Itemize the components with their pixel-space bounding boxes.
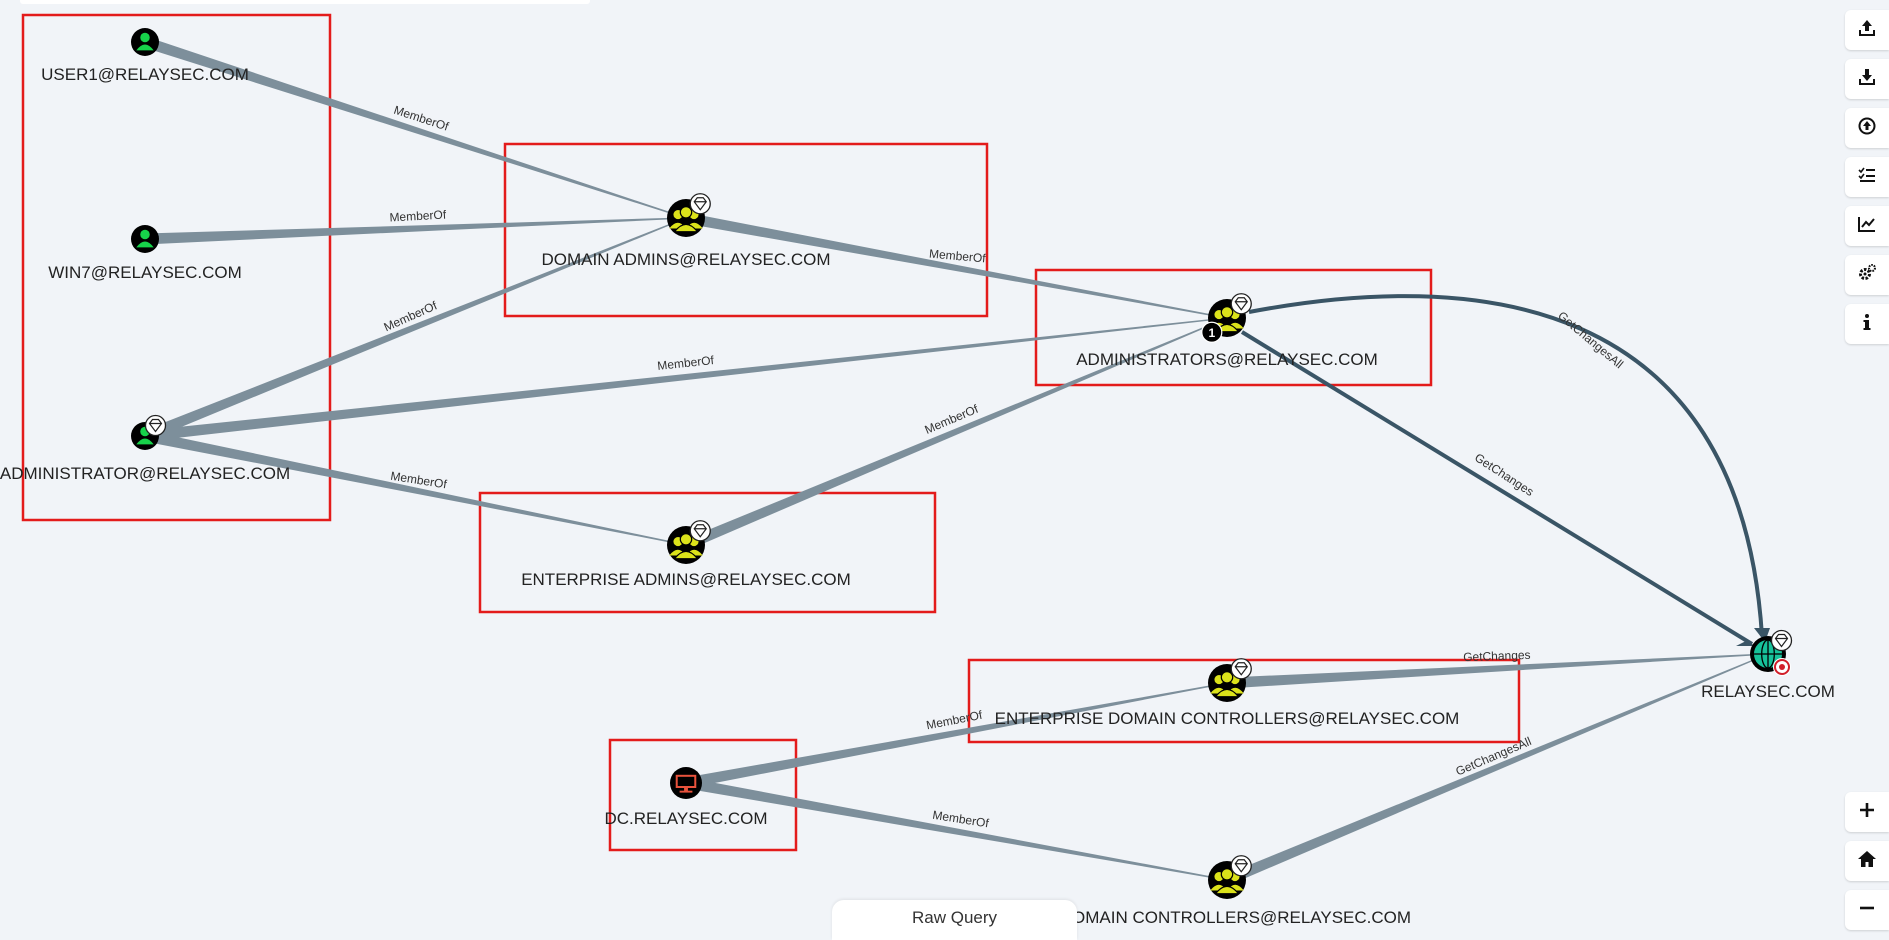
user-node-icon: [131, 225, 159, 253]
high-value-gem-icon: [689, 520, 711, 542]
queries-button[interactable]: [1845, 157, 1889, 197]
download-icon: [1857, 67, 1877, 92]
edge-line: [144, 317, 1228, 442]
edge-enterpriseadmins-administrators[interactable]: [683, 317, 1228, 551]
edge-label: GetChangesAll: [1555, 309, 1626, 372]
computer-node-icon: [670, 767, 702, 799]
node-dc[interactable]: DC.RELAYSEC.COM: [604, 767, 768, 828]
edge-line: [685, 777, 1228, 881]
edge-dc-edc[interactable]: [685, 682, 1228, 789]
node-label: ENTERPRISE ADMINS@RELAYSEC.COM: [521, 570, 851, 589]
node-domaincontrollers[interactable]: OMAIN CONTROLLERS@RELAYSEC.COM: [1072, 855, 1411, 927]
upload-button[interactable]: [1845, 10, 1889, 50]
node-label: ADMINISTRATORS@RELAYSEC.COM: [1076, 350, 1378, 369]
upload-data-button[interactable]: [1845, 108, 1889, 148]
zoom-in-button[interactable]: [1845, 792, 1889, 832]
node-label: RELAYSEC.COM: [1701, 682, 1835, 701]
edge-administrator-domainadmins[interactable]: [142, 217, 687, 442]
upload-circle-icon: [1857, 116, 1877, 141]
edge-line: [1224, 653, 1769, 886]
high-value-gem-icon: [1230, 855, 1252, 877]
edge-domaincontrollers-relaysec[interactable]: [1224, 653, 1769, 886]
highlight-box-enterprise-admins: [478, 491, 937, 614]
node-label: WIN7@RELAYSEC.COM: [48, 263, 242, 282]
edge-line: [1248, 294, 1764, 637]
edge-domainadmins-administrators[interactable]: [685, 212, 1228, 319]
edge-user1-domainadmins[interactable]: [143, 36, 687, 219]
settings-button[interactable]: [1845, 255, 1889, 295]
target-icon: [1773, 658, 1791, 676]
highlight-boxes: [21, 13, 1521, 852]
node-administrator[interactable]: ADMINISTRATOR@RELAYSEC.COM: [0, 414, 290, 484]
upload-icon: [1857, 18, 1877, 43]
edge-label: MemberOf: [389, 207, 447, 224]
arrowhead: [1736, 632, 1754, 646]
high-value-gem-icon: [1230, 293, 1252, 315]
highlight-box-domain-admins: [503, 142, 989, 318]
info-icon: [1857, 312, 1877, 337]
node-label: DC.RELAYSEC.COM: [604, 809, 767, 828]
zoom-out-icon: [1857, 898, 1877, 923]
group-node-icon: [1208, 664, 1246, 702]
high-value-gem-icon: [1770, 629, 1793, 652]
edge-label: MemberOf: [657, 353, 715, 373]
edge-line: [685, 212, 1228, 319]
edge-line: [685, 682, 1228, 789]
node-label: ENTERPRISE DOMAIN CONTROLLERS@RELAYSEC.C…: [995, 709, 1460, 728]
edge-win7-domainadmins[interactable]: [144, 217, 687, 245]
zoom-out-button[interactable]: [1845, 890, 1889, 930]
reset-view-button[interactable]: [1845, 841, 1889, 881]
highlight-box-users: [21, 13, 332, 522]
stats-button[interactable]: [1845, 206, 1889, 246]
high-value-gem-icon: [144, 414, 167, 437]
high-value-gem-icon: [689, 193, 711, 215]
zoom-in-icon: [1857, 800, 1877, 825]
node-relaysec[interactable]: RELAYSEC.COM: [1701, 629, 1835, 702]
node-layer: USER1@RELAYSEC.COM WIN7@RELAYSEC.COM ADMIN…: [0, 28, 1835, 927]
count-badge-text: 1: [1208, 326, 1215, 340]
home-icon: [1857, 849, 1877, 874]
search-bar-edge: [20, 0, 590, 4]
high-value-gem-icon: [1230, 658, 1252, 680]
node-domainadmins[interactable]: DOMAIN ADMINS@RELAYSEC.COM: [542, 193, 831, 269]
node-label: USER1@RELAYSEC.COM: [41, 65, 249, 84]
edge-edc-relaysec[interactable]: [1226, 653, 1769, 689]
edge-line: [142, 217, 687, 442]
edge-line: [683, 317, 1228, 551]
node-label: DOMAIN ADMINS@RELAYSEC.COM: [542, 250, 831, 269]
checklist-icon: [1857, 165, 1877, 190]
edge-line: [1240, 330, 1754, 646]
edge-label: GetChanges: [1463, 648, 1531, 664]
right-toolbar: [1845, 10, 1889, 353]
node-edc[interactable]: ENTERPRISE DOMAIN CONTROLLERS@RELAYSEC.C…: [995, 658, 1460, 728]
user-node-icon: [131, 28, 159, 56]
edge-line: [144, 217, 687, 245]
edge-label: MemberOf: [929, 247, 987, 266]
edge-line: [143, 430, 687, 546]
edge-line: [143, 36, 687, 219]
edge-administrators-relaysec[interactable]: [1240, 330, 1754, 646]
node-label: ADMINISTRATOR@RELAYSEC.COM: [0, 464, 290, 483]
gears-icon: [1857, 263, 1877, 288]
raw-query-label: Raw Query: [911, 908, 998, 927]
highlight-box-administrators: [1034, 268, 1433, 387]
node-win7[interactable]: WIN7@RELAYSEC.COM: [48, 225, 242, 282]
node-label: OMAIN CONTROLLERS@RELAYSEC.COM: [1072, 908, 1411, 927]
count-badge: 1: [1201, 321, 1223, 343]
edge-administrator-administrators[interactable]: [144, 317, 1228, 442]
download-button[interactable]: [1845, 59, 1889, 99]
node-user1[interactable]: USER1@RELAYSEC.COM: [41, 28, 249, 84]
zoom-toolbar: [1845, 792, 1889, 939]
edge-layer: [142, 36, 1770, 886]
edge-dc-domaincontrollers[interactable]: [685, 777, 1228, 881]
raw-query-bar[interactable]: Raw Query: [832, 900, 1077, 940]
about-button[interactable]: [1845, 304, 1889, 344]
edge-administrator-enterpriseadmins[interactable]: [143, 430, 687, 546]
node-enterpriseadmins[interactable]: ENTERPRISE ADMINS@RELAYSEC.COM: [521, 520, 851, 589]
chart-icon: [1857, 214, 1877, 239]
edge-line: [1226, 653, 1769, 689]
highlight-box-dc: [608, 738, 798, 852]
